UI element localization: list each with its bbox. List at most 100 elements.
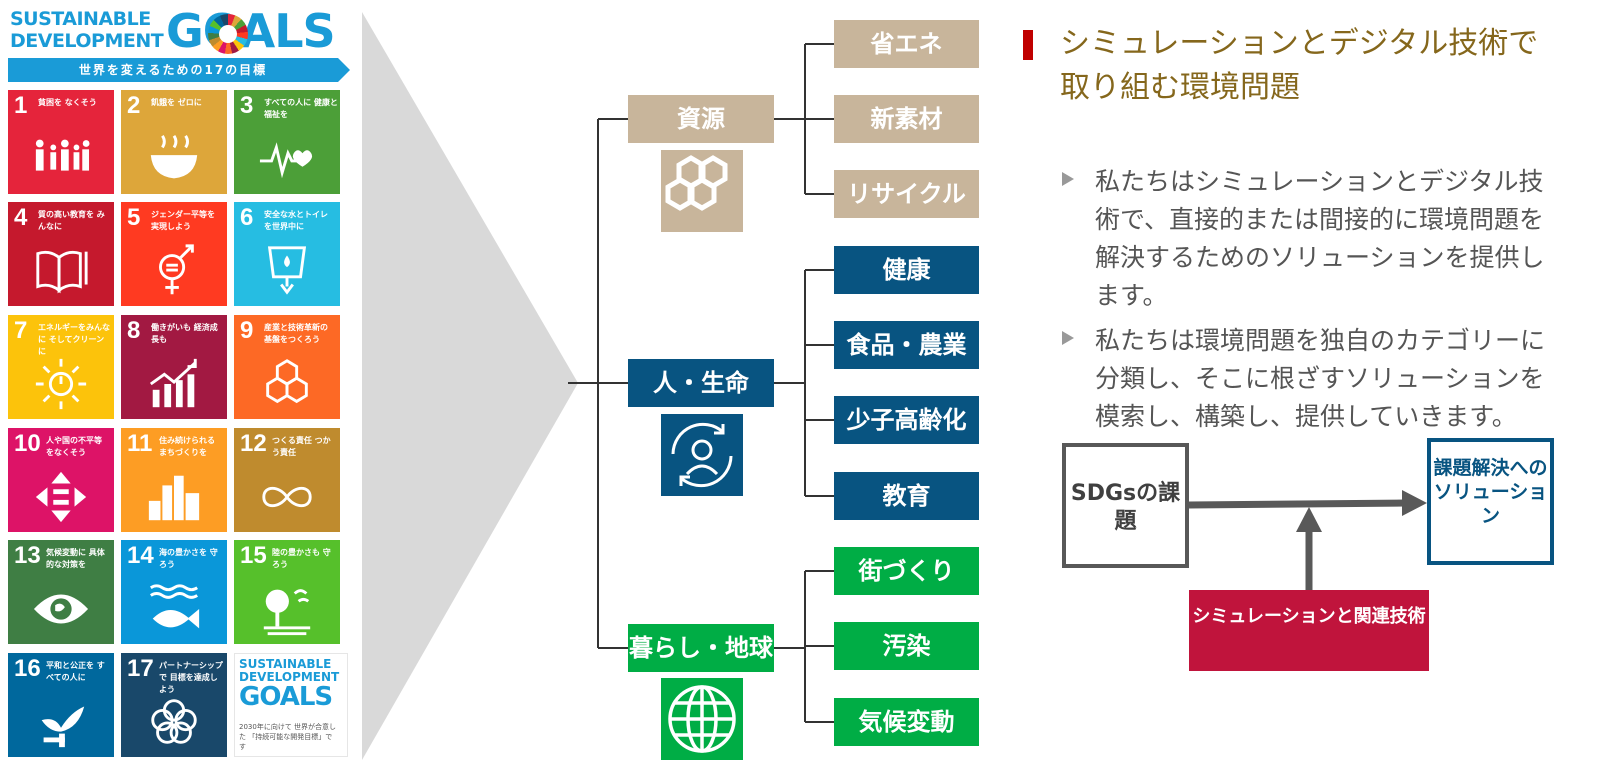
- sdg-goal-number: 4: [14, 204, 28, 231]
- city-icon: [148, 475, 200, 521]
- arrowhead-up-icon: [1296, 507, 1322, 532]
- sdg-small-logo-word: DEVELOPMENT: [239, 670, 340, 684]
- sdg-goal-tile: 9 産業と技術革新の 基盤をつくろう: [234, 315, 340, 419]
- sdg-goal-number: 14: [127, 542, 154, 569]
- sdg-logo: SUSTAINABLE DEVELOPMENT GOALS: [8, 6, 350, 58]
- sdg-small-logo-note: 2030年に向けて 世界が合意した 「持続可能な開発目標」です: [239, 723, 337, 751]
- globe-icon: [661, 678, 743, 760]
- family-icon: [35, 139, 90, 171]
- subcategory-box: 省エネ: [834, 20, 979, 68]
- sdg-goal-number: 7: [14, 317, 28, 344]
- triangle-bullet-icon: [1062, 172, 1074, 186]
- sdg-goal-label: 海の豊かさを 守ろう: [159, 548, 218, 569]
- bullet-item: 私たちはシミュレーションとデジタル技術で、直接的または間接的に環境問題を解決する…: [1062, 163, 1562, 313]
- subcategory-box: 気候変動: [834, 698, 979, 746]
- sdg-goal-number: 1: [14, 92, 28, 119]
- sdg-goal-label: すべての人に 健康と福祉を: [264, 98, 338, 119]
- dove-icon: [41, 706, 85, 748]
- sdg-goal-label: ジェンダー平等を 実現しよう: [151, 210, 215, 231]
- infinity-icon: [262, 486, 312, 508]
- subcategory-box: 街づくり: [834, 547, 979, 595]
- sdg-goal-label: 平和と公正を すべての人に: [46, 661, 105, 682]
- sdg-goal-number: 15: [240, 542, 267, 569]
- sdg-goal-label: 人や国の不平等 をなくそう: [46, 436, 102, 457]
- sdg-goal-label: 気候変動に 具体的な対策を: [46, 548, 105, 569]
- sdg-goal-tile: 11 住み続けられる まちづくりを: [121, 428, 227, 532]
- sdg-goal-number: 16: [14, 655, 41, 682]
- solution-box: 課題解決へのソリューション: [1427, 438, 1554, 565]
- sdg-poster: SUSTAINABLE DEVELOPMENT GOALS 世界を変えるための1…: [8, 6, 350, 778]
- eye-globe-icon: [33, 594, 89, 624]
- hexagon-cluster-icon: [661, 150, 743, 232]
- sdg-goal-tile: 5 ジェンダー平等を 実現しよう: [121, 202, 227, 306]
- sdg-goal-number: 11: [127, 430, 153, 457]
- sdg-goal-tile: 1 貧困を なくそう: [8, 90, 114, 194]
- sdg-goal-number: 10: [14, 430, 41, 457]
- sdg-goal-number: 12: [240, 430, 267, 457]
- sdg-goal-label: エネルギーをみんなに そしてクリーンに: [38, 323, 110, 356]
- sdg-goal-label: 貧困を なくそう: [38, 98, 97, 107]
- sdg-goal-label: 安全な水とトイレ を世界中に: [264, 210, 328, 231]
- sdg-goal-tile: 8 働きがいも 経済成長も: [121, 315, 227, 419]
- sdg-goal-label: 陸の豊かさも 守ろう: [272, 548, 331, 569]
- fish-icon: [149, 584, 200, 629]
- sdg-goal-label: 働きがいも 経済成長も: [151, 323, 218, 344]
- bullet-item: 私たちは環境問題を独自のカテゴリーに分類し、そこに根ざすソリューションを模索し、…: [1062, 322, 1562, 437]
- arrow-sdgs-to-solution: [1188, 499, 1406, 509]
- sdg-goal-number: 2: [127, 92, 141, 119]
- tree-icon: [263, 589, 311, 636]
- heartbeat-icon: [259, 142, 313, 179]
- sdg-goal-tile: 2 飢餓を ゼロに: [121, 90, 227, 194]
- category-box-earth: 暮らし・地球: [628, 624, 774, 672]
- sdg-goal-number: 5: [127, 204, 141, 231]
- subcategory-box: 健康: [834, 246, 979, 294]
- sdg-goal-tile: 4 質の高い教育を みんなに: [8, 202, 114, 306]
- sdg-small-logo-goals: GOALS: [239, 682, 333, 712]
- sdg-goal-label: 飢餓を ゼロに: [151, 98, 202, 107]
- subcategory-box: 汚染: [834, 622, 979, 670]
- sdg-goal-tile: 7 エネルギーをみんなに そしてクリーンに: [8, 315, 114, 419]
- bullet-text: 私たちはシミュレーションとデジタル技術で、直接的または間接的に環境問題を解決する…: [1095, 167, 1545, 310]
- bullet-text: 私たちは環境問題を独自のカテゴリーに分類し、そこに根ざすソリューションを模索し、…: [1095, 326, 1546, 431]
- sdg-goal-number: 13: [14, 542, 41, 569]
- section-heading: シミュレーションとデジタル技術で 取り組む環境問題: [1060, 26, 1539, 105]
- water-icon: [267, 246, 307, 295]
- subcategory-box: 少子高齢化: [834, 396, 979, 444]
- sdgs-issue-box: SDGsの課題: [1062, 443, 1189, 568]
- sdg-goal-number: 9: [240, 317, 254, 344]
- sdg-goal-label: 質の高い教育を みんなに: [38, 210, 105, 231]
- sdg-goal-number: 17: [127, 655, 154, 682]
- category-box-life: 人・生命: [628, 359, 774, 407]
- sdg-goal-tile: 6 安全な水とトイレ を世界中に: [234, 202, 340, 306]
- sdg-goal-number: 8: [127, 317, 141, 344]
- gender-icon: [159, 244, 194, 295]
- cubes-icon: [266, 359, 308, 404]
- person-cycle-icon: [661, 414, 743, 496]
- growth-chart-icon: [149, 358, 197, 408]
- simulation-tech-box: シミュレーションと関連技術: [1189, 590, 1429, 671]
- category-box-resource: 資源: [628, 95, 774, 143]
- heading-accent-bar: [1023, 30, 1033, 60]
- sdg-color-wheel-icon: [208, 14, 248, 54]
- sdg-goal-label: 産業と技術革新の 基盤をつくろう: [264, 323, 328, 344]
- subcategory-box: 教育: [834, 472, 979, 520]
- sdg-goal-number: 6: [240, 204, 254, 231]
- bowl-icon: [150, 134, 198, 179]
- rings-icon: [151, 699, 197, 744]
- sdg-logo-word-sustainable: SUSTAINABLE: [10, 8, 151, 30]
- sun-power-icon: [35, 358, 87, 410]
- sdg-goal-label: 住み続けられる まちづくりを: [159, 436, 215, 457]
- subcategory-box: 新素材: [834, 95, 979, 143]
- sdg-goal-label: パートナーシップで 目標を達成しよう: [159, 661, 223, 694]
